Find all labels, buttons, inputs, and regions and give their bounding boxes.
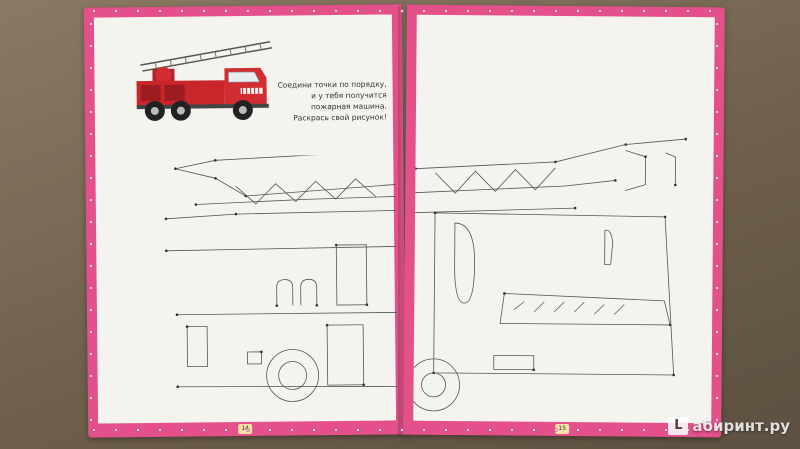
page-number-right: 15 bbox=[555, 423, 570, 435]
right-page: 15 bbox=[403, 4, 725, 438]
right-page-paper bbox=[413, 14, 715, 424]
page-number-left: 14 bbox=[238, 423, 253, 435]
activity-book: Соедини точки по порядку, и у тебя получ… bbox=[80, 0, 728, 449]
fire-truck-illustration bbox=[136, 40, 273, 121]
instructions-text: Соедини точки по порядку, и у тебя получ… bbox=[277, 79, 387, 123]
watermark-text: абиринт.ру bbox=[692, 417, 790, 435]
dot-to-dot-left-half bbox=[164, 154, 398, 402]
labirint-logo-icon: L bbox=[668, 417, 689, 435]
left-page: Соедини точки по порядку, и у тебя получ… bbox=[83, 4, 407, 438]
dot-to-dot-right-half bbox=[413, 137, 688, 412]
left-page-paper: Соедини точки по порядку, и у тебя получ… bbox=[93, 14, 398, 424]
labirint-watermark: L абиринт.ру bbox=[668, 417, 790, 435]
